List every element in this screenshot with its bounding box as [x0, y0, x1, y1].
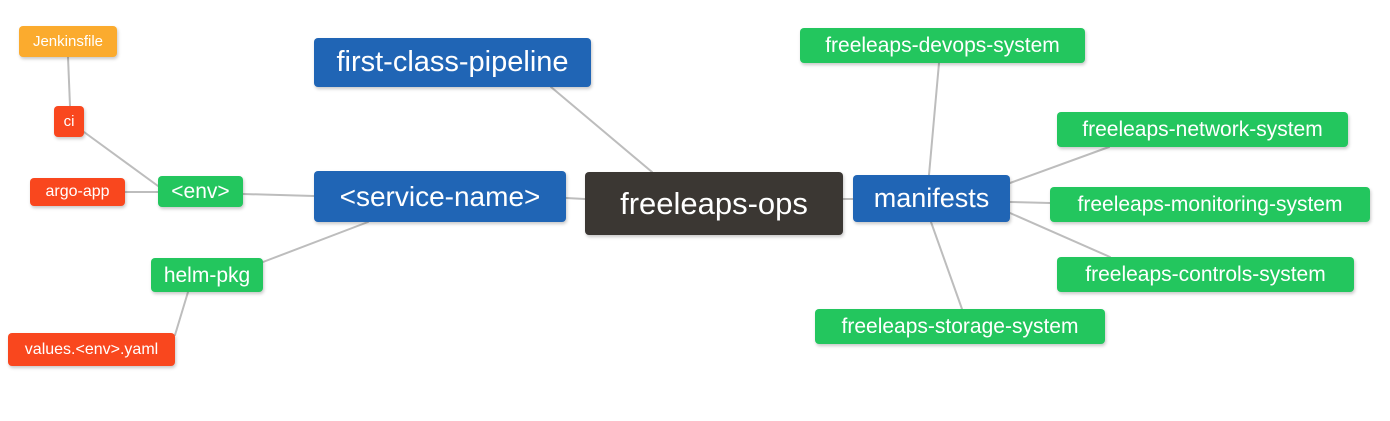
node-freeleaps-monitoring-system[interactable]: freeleaps-monitoring-system	[1050, 187, 1370, 222]
node-argo-app[interactable]: argo-app	[30, 178, 125, 206]
edge-manifests-devops	[928, 62, 940, 176]
edge-servicename-root	[565, 197, 586, 200]
edge-jenkinsfile-ci	[67, 56, 71, 107]
node-service-name[interactable]: <service-name>	[314, 171, 566, 222]
node-jenkinsfile[interactable]: Jenkinsfile	[19, 26, 117, 57]
node-env[interactable]: <env>	[158, 176, 243, 207]
node-freeleaps-network-system[interactable]: freeleaps-network-system	[1057, 112, 1348, 147]
node-freeleaps-ops-root[interactable]: freeleaps-ops	[585, 172, 843, 235]
edge-manifests-storage	[930, 221, 963, 310]
edge-env-servicename	[242, 193, 315, 197]
node-first-class-pipeline[interactable]: first-class-pipeline	[314, 38, 591, 87]
node-freeleaps-controls-system[interactable]: freeleaps-controls-system	[1057, 257, 1354, 292]
edge-manifests-network	[1009, 146, 1110, 184]
node-freeleaps-devops-system[interactable]: freeleaps-devops-system	[800, 28, 1085, 63]
edge-valuesyaml-helmpkg	[174, 291, 189, 336]
node-manifests[interactable]: manifests	[853, 175, 1010, 222]
node-helm-pkg[interactable]: helm-pkg	[151, 258, 263, 292]
node-ci[interactable]: ci	[54, 106, 84, 137]
node-values-yaml[interactable]: values.<env>.yaml	[8, 333, 175, 366]
edge-helmpkg-servicename	[262, 221, 369, 263]
edge-manifests-monitoring	[1009, 201, 1051, 204]
node-freeleaps-storage-system[interactable]: freeleaps-storage-system	[815, 309, 1105, 344]
edge-firstclasspipeline-root	[550, 86, 653, 173]
